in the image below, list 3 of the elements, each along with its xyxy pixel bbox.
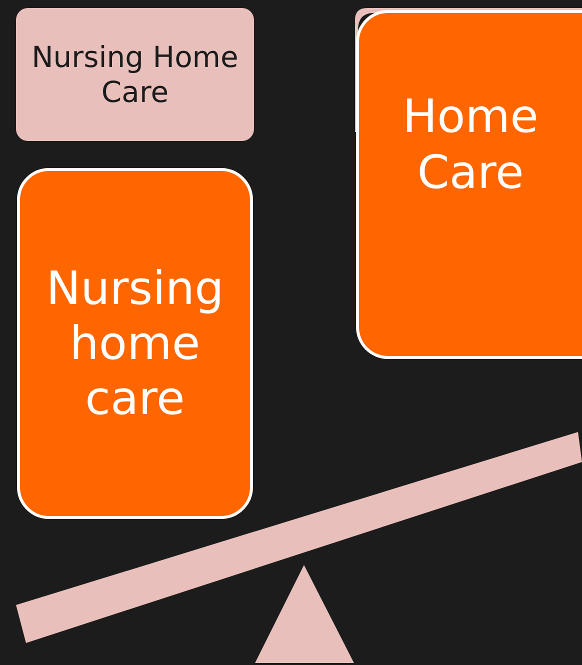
category-box: Nursing home care [17,168,253,519]
category-box: Home Care [356,10,582,359]
label-box: Nursing Home Care [16,8,254,141]
